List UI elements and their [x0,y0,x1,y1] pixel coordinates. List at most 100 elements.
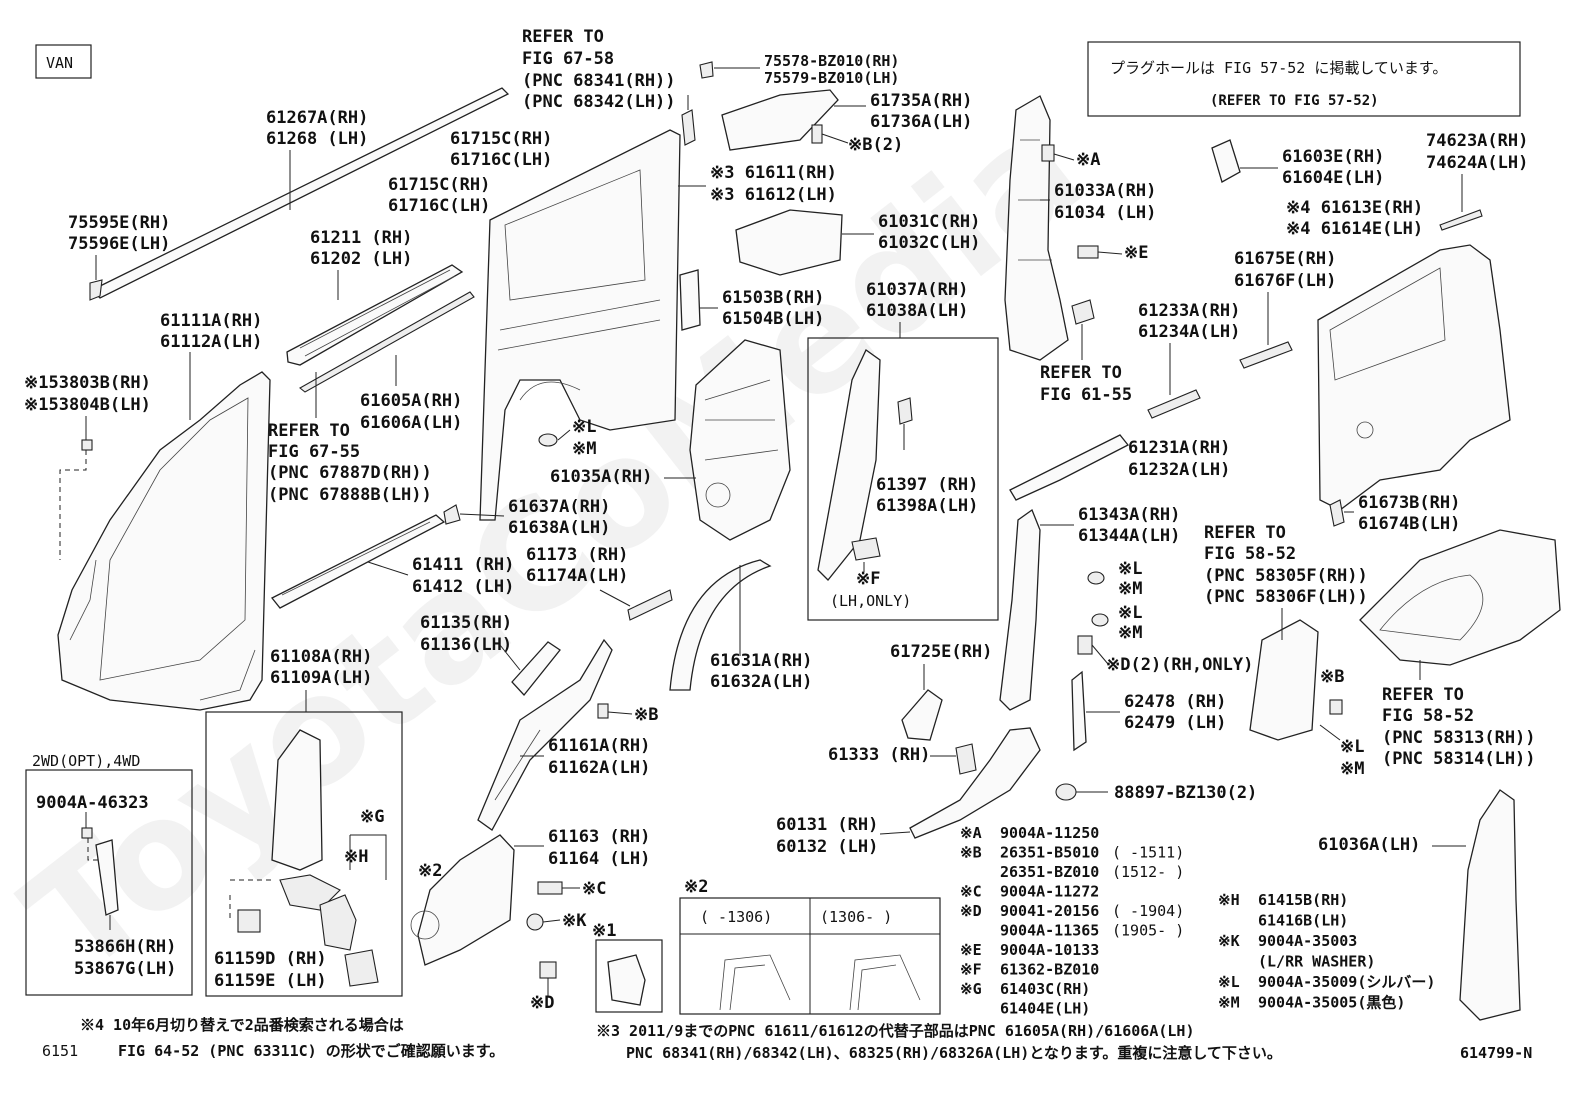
label-refer-5852b: REFER TO FIG 58-52 (PNC 58313(RH)) (PNC … [1382,685,1536,769]
svg-text:61202 (LH): 61202 (LH) [310,249,412,269]
svg-text:REFER TO: REFER TO [1204,523,1286,543]
svg-text:75596E(LH): 75596E(LH) [68,234,170,254]
label-61159: 61159D (RH) 61159E (LH) [214,949,327,991]
svg-text:(PNC 68342(LH)): (PNC 68342(LH)) [522,92,676,112]
center-pillar-bracket [511,641,561,696]
legend-mark: ※F [960,961,982,979]
svg-text:61038A(LH): 61038A(LH) [866,301,968,321]
variant-label: VAN [46,54,73,72]
inset-box-1 [595,939,663,1013]
svg-text:61233A(RH): 61233A(RH) [1138,301,1240,321]
label-mark-f: ※F [856,569,880,589]
legend-mark: ※G [960,980,982,998]
rear-quarter-panel [1317,244,1511,511]
footer-page-number: 6151 [42,1042,78,1060]
svg-text:61174A(LH): 61174A(LH) [526,566,628,586]
svg-text:61164 (LH): 61164 (LH) [548,849,650,869]
label-61605: 61605A(RH) 61606A(LH) [360,391,462,433]
svg-text:61606A(LH): 61606A(LH) [360,413,462,433]
label-mark-b3: ※B [634,705,658,725]
svg-text:61135(RH): 61135(RH) [420,613,512,633]
svg-text:61637A(RH): 61637A(RH) [508,497,610,517]
plate-refer-6155 [1071,299,1095,325]
svg-text:61034 (LH): 61034 (LH) [1054,203,1156,223]
label-61267: 61267A(RH) 61268 (LH) [266,108,368,149]
label-61135: 61135(RH) 61136(LH) [420,613,512,655]
bolt-b-right [1329,699,1343,715]
svg-text:※4 61613E(RH): ※4 61613E(RH) [1286,198,1423,218]
legend-mark: ※K [1218,932,1240,950]
svg-text:61503B(RH): 61503B(RH) [722,288,824,308]
bolt-c [537,881,580,895]
svg-text:75578-BZ010(RH): 75578-BZ010(RH) [764,52,899,70]
svg-text:(PNC 58314(LH)): (PNC 58314(LH)) [1382,749,1536,769]
svg-text:※3 61612(LH): ※3 61612(LH) [710,185,837,205]
svg-text:61603E(RH): 61603E(RH) [1282,147,1384,167]
svg-text:61343A(RH): 61343A(RH) [1078,505,1180,525]
pillar-inner-61108 [229,729,379,987]
label-refer-6755: REFER TO FIG 67-55 (PNC 67887D(RH)) (PNC… [268,421,432,505]
svg-text:FIG 67-58: FIG 67-58 [522,49,614,69]
quarter-reinforcement [679,269,701,331]
legend-part: 26351-BZ010 [1000,863,1099,881]
bolt-b2 [811,124,849,144]
label-mark-m4: ※M [1340,759,1364,779]
bracket-61333 [955,743,977,775]
svg-text:61716C(LH): 61716C(LH) [388,196,490,216]
legend-part: 9004A-11272 [1000,883,1099,901]
svg-text:61344A(LH): 61344A(LH) [1078,526,1180,546]
svg-text:53866H(RH): 53866H(RH) [74,937,176,957]
label-62478: 62478 (RH) 62479 (LH) [1124,692,1226,733]
label-mark-h: ※H [344,847,368,867]
footer-note3-line1: ※3 2011/9までのPNC 61611/61612の代替子部品はPNC 61… [596,1022,1194,1040]
label-75595: 75595E(RH) 75596E(LH) [68,213,170,254]
label-mark-l1: ※L [572,417,596,437]
svg-text:61112A(LH): 61112A(LH) [160,332,262,352]
label-refer-6758: REFER TO FIG 67-58 (PNC 68341(RH)) (PNC … [522,27,676,112]
bolt-e [1077,245,1123,259]
svg-text:61211 (RH): 61211 (RH) [310,228,412,248]
label-mark-g: ※G [360,807,384,827]
label-61715c-2: 61715C(RH) 61716C(LH) [388,175,490,216]
washer-lm-left [538,433,558,447]
pillar-lower-panel [410,834,515,966]
label-mark-m3: ※M [1118,623,1142,643]
notice-line2: (REFER TO FIG 57-52) [1210,93,1379,109]
legend-range: (1905- ) [1112,922,1184,940]
front-pillar-outer [57,371,271,711]
strip-61675 [1239,341,1293,369]
svg-text:61676F(LH): 61676F(LH) [1234,271,1336,291]
svg-text:61231A(RH): 61231A(RH) [1128,438,1230,458]
legend-mark: ※D [960,902,982,920]
label-refer-6155: REFER TO FIG 61-55 [1040,363,1132,405]
svg-text:(PNC 68341(RH)): (PNC 68341(RH)) [522,71,676,91]
svg-text:REFER TO: REFER TO [1382,685,1464,705]
legend-part: (L/RR WASHER) [1258,953,1375,971]
svg-text:(PNC 58306F(LH)): (PNC 58306F(LH)) [1204,587,1368,607]
label-2wd: 2WD(OPT),4WD [32,752,140,770]
bolt-d2 [1077,635,1109,665]
svg-text:61675E(RH): 61675E(RH) [1234,249,1336,269]
label-mark-b4: ※B [1320,667,1344,687]
svg-text:60131 (RH): 60131 (RH) [776,815,878,835]
label-mark-d: ※D [530,993,554,1013]
legend-part: 26351-B5010 [1000,844,1099,862]
svg-text:61037A(RH): 61037A(RH) [866,280,968,300]
label-mark-k: ※K [562,911,587,931]
svg-text:※153804B(LH): ※153804B(LH) [24,395,151,415]
label-mark-e: ※E [1124,243,1148,263]
clip-75578 [699,61,714,79]
svg-text:61735A(RH): 61735A(RH) [870,91,972,111]
svg-text:61159D (RH): 61159D (RH) [214,949,327,969]
legend-part: 9004A-35009(シルバー) [1258,973,1435,991]
svg-text:61136(LH): 61136(LH) [420,635,512,655]
label-mark-b2: ※B(2) [848,135,903,155]
label-61715c-1: 61715C(RH) 61716C(LH) [450,129,552,170]
label-61725: 61725E(RH) [890,642,992,662]
rocker-panel [270,514,446,609]
svg-text:REFER TO: REFER TO [268,421,350,441]
label-mark-2: ※2 [418,861,442,881]
svg-text:61031C(RH): 61031C(RH) [878,212,980,232]
svg-text:61673B(RH): 61673B(RH) [1358,493,1460,513]
